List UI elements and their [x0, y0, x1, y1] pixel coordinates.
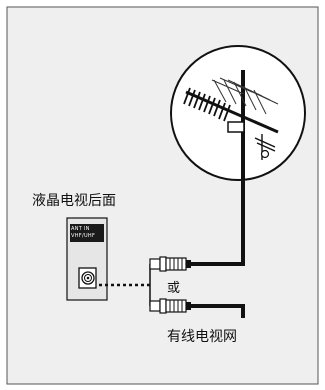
- tv-back-panel: [66, 217, 108, 301]
- ant-in-label: ANT IN: [71, 226, 90, 232]
- antenna-cable: [190, 175, 245, 266]
- coax-plug-lower: [149, 285, 191, 314]
- tv-back-label: 液晶电视后面: [32, 193, 116, 209]
- antenna-icon: [170, 45, 306, 181]
- port-label-plate: [70, 224, 104, 242]
- cable-tv-cable: [190, 304, 245, 318]
- cable-tv-label: 有线电视网: [167, 329, 237, 345]
- or-label: 或: [167, 281, 181, 296]
- coax-plug-upper: [149, 256, 191, 285]
- vhf-uhf-label: VHF/UHF: [71, 233, 96, 239]
- coax-jack-icon: [78, 267, 97, 289]
